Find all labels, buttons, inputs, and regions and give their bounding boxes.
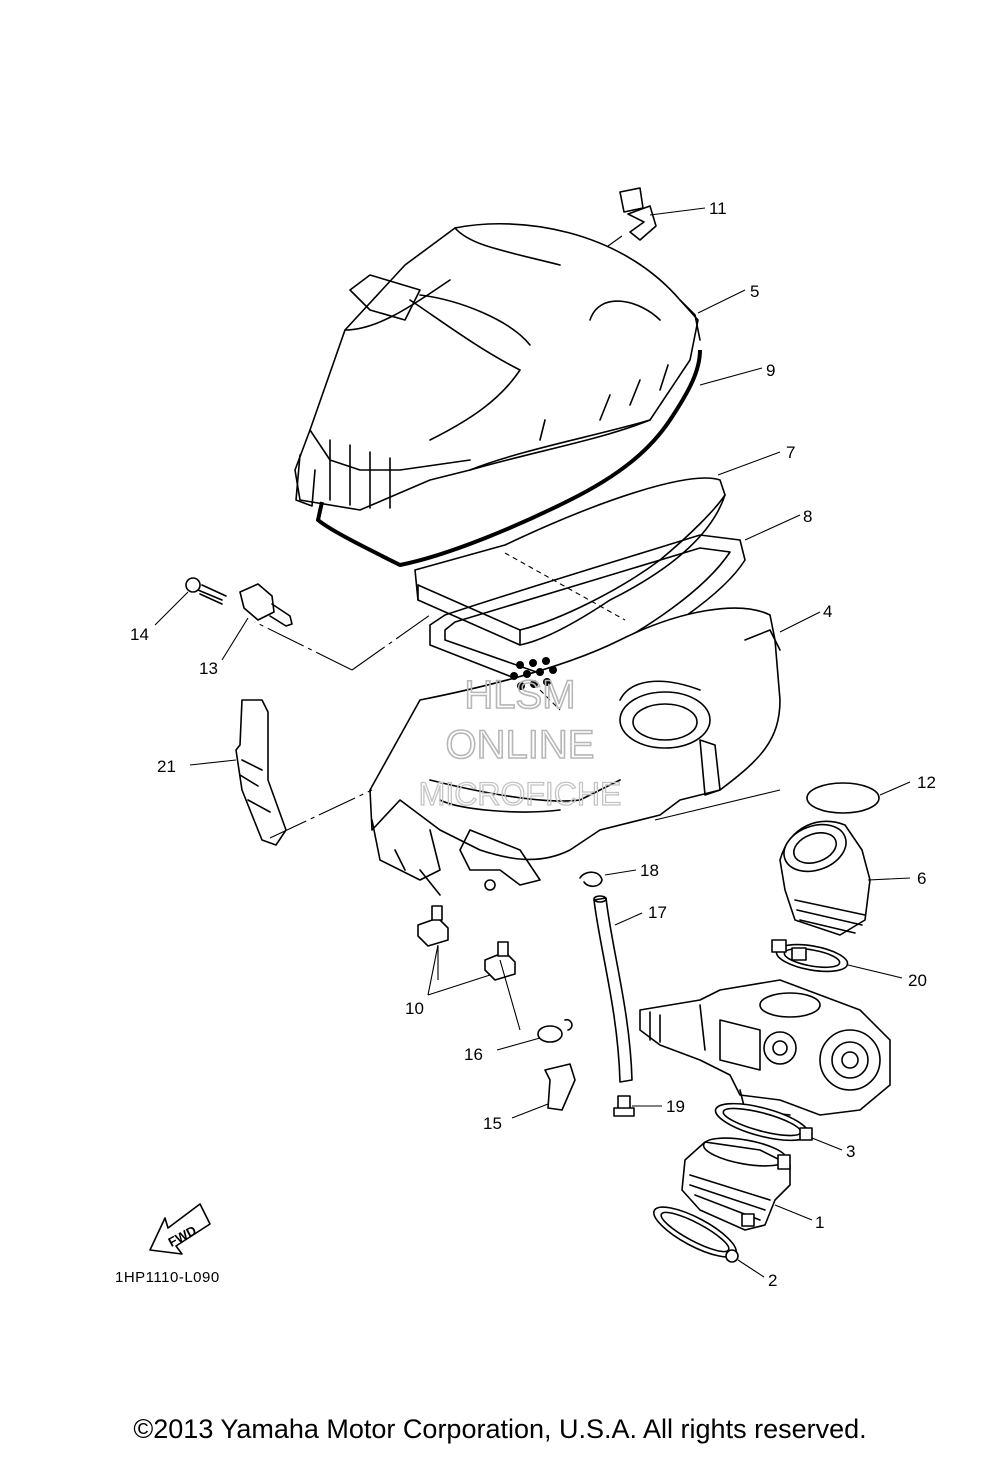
copyright-notice: ©2013 Yamaha Motor Corporation, U.S.A. A… xyxy=(133,1414,866,1444)
callout-9: 9 xyxy=(766,361,775,380)
part-18-hose-clamp xyxy=(579,871,603,888)
part-16-clip xyxy=(537,1018,573,1043)
part-5-air-cleaner-cover xyxy=(294,223,701,511)
part-21-bracket xyxy=(235,699,287,846)
watermark-line-3: MICROFICHE xyxy=(419,776,622,812)
part-14-bolt xyxy=(185,577,227,605)
part-17-hose xyxy=(593,895,633,1083)
part-19-plug xyxy=(613,1095,635,1117)
callout-3: 3 xyxy=(846,1142,855,1161)
part-3-clamp xyxy=(714,1102,813,1142)
callout-13: 13 xyxy=(199,659,218,678)
part-7-filter-element xyxy=(414,477,726,646)
assembly-guide-lines xyxy=(254,614,781,1031)
part-10-grommets xyxy=(417,905,516,981)
part-13-collar xyxy=(239,583,293,627)
callout-4: 4 xyxy=(823,602,832,621)
callout-1: 1 xyxy=(815,1213,824,1232)
part-6-joint xyxy=(779,820,871,936)
callout-6: 6 xyxy=(917,869,926,888)
callout-19: 19 xyxy=(666,1097,685,1116)
callout-5: 5 xyxy=(750,282,759,301)
part-20-band xyxy=(771,939,849,973)
ventilation-holes xyxy=(510,657,557,690)
callout-numbers: 1 2 3 4 5 6 7 8 9 10 11 12 13 14 15 16 1… xyxy=(130,199,936,1290)
part-4-air-cleaner-case xyxy=(369,607,781,896)
watermark: HLSM ONLINE MICROFICHE xyxy=(418,672,622,812)
throttle-body xyxy=(639,979,891,1116)
part-11-label xyxy=(607,187,657,247)
callout-8: 8 xyxy=(803,507,812,526)
callout-16: 16 xyxy=(464,1045,483,1064)
callout-21: 21 xyxy=(157,757,176,776)
callout-18: 18 xyxy=(640,861,659,880)
callout-15: 15 xyxy=(483,1114,502,1133)
fwd-direction-arrow: FWD xyxy=(149,1203,211,1255)
part-2-clamp xyxy=(653,1206,739,1263)
callout-20: 20 xyxy=(908,971,927,990)
callout-12: 12 xyxy=(917,773,936,792)
callout-2: 2 xyxy=(768,1271,777,1290)
watermark-line-2: ONLINE xyxy=(446,723,595,767)
part-12-o-ring xyxy=(806,782,880,814)
watermark-line-1: HLSM xyxy=(464,673,575,717)
part-9-gasket xyxy=(316,349,702,567)
callout-17: 17 xyxy=(648,903,667,922)
drawing-code: 1HP1110-L090 xyxy=(115,1269,220,1286)
leader-lines xyxy=(154,207,911,1278)
callout-10: 10 xyxy=(405,999,424,1018)
callout-11: 11 xyxy=(709,199,727,218)
part-15-drain-cap xyxy=(544,1063,576,1111)
part-1-intake-manifold xyxy=(681,1137,791,1231)
callout-7: 7 xyxy=(786,443,795,462)
callout-14: 14 xyxy=(130,625,149,644)
